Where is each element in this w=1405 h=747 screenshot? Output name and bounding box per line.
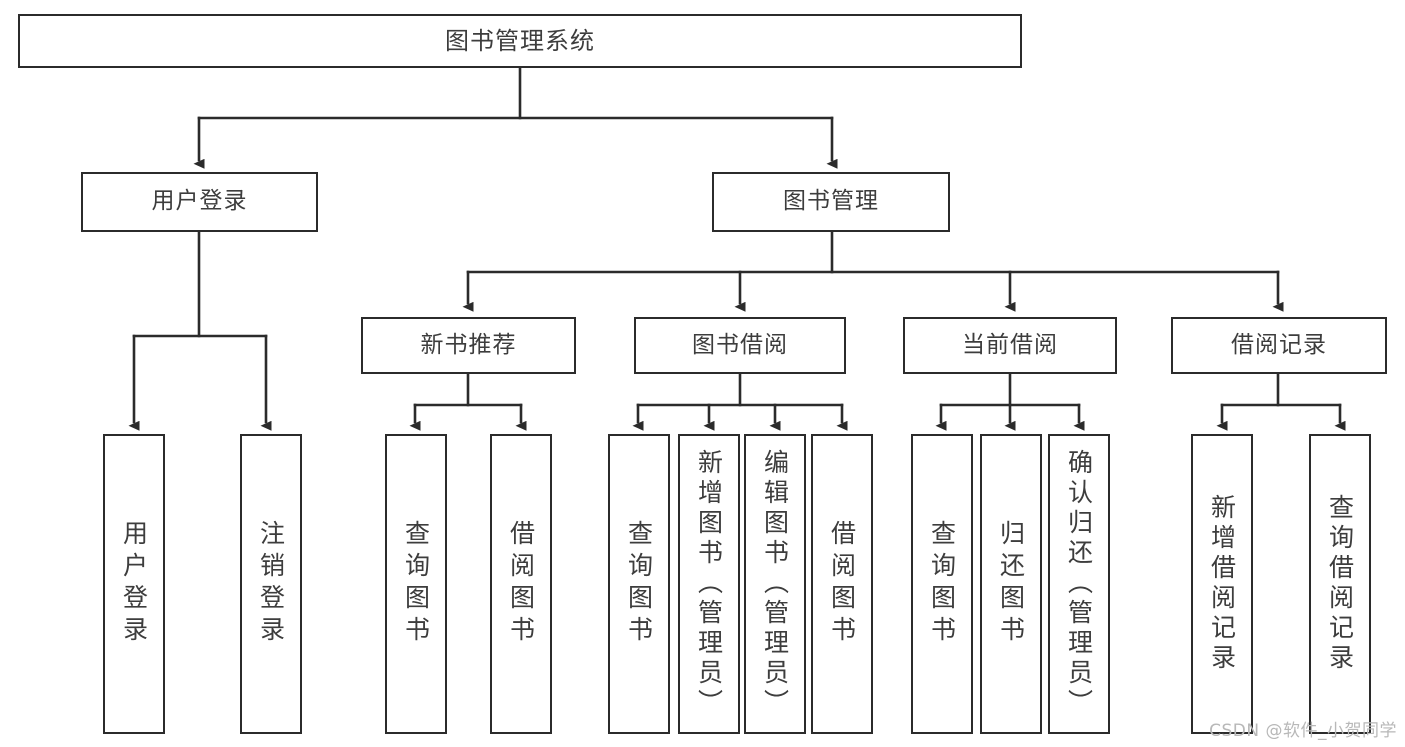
node-leaf-query-book-2[interactable]: 查询图书: [608, 434, 670, 734]
node-leaf-borrow-book-2-label: 借阅图书: [827, 520, 857, 648]
node-leaf-add-record[interactable]: 新增借阅记录: [1191, 434, 1253, 734]
node-new-book-recommend-label: 新书推荐: [420, 331, 517, 358]
node-root-label: 图书管理系统: [445, 26, 595, 55]
node-leaf-confirm-return[interactable]: 确认归还（管理员）: [1048, 434, 1110, 734]
csdn-watermark: CSDN @软件_小贺同学: [1209, 721, 1397, 741]
node-leaf-query-book-1-label: 查询图书: [401, 520, 431, 648]
node-leaf-logout[interactable]: 注销登录: [240, 434, 302, 734]
node-leaf-query-book-3-label: 查询图书: [927, 520, 957, 648]
node-leaf-query-book-2-label: 查询图书: [624, 520, 654, 648]
node-borrow-record-label: 借阅记录: [1231, 331, 1327, 358]
node-book-borrow[interactable]: 图书借阅: [634, 317, 846, 374]
node-leaf-user-login-label: 用户登录: [119, 520, 149, 648]
node-book-borrow-label: 图书借阅: [692, 331, 788, 358]
node-leaf-borrow-book-2[interactable]: 借阅图书: [811, 434, 873, 734]
node-leaf-borrow-book-1[interactable]: 借阅图书: [490, 434, 552, 734]
node-leaf-add-book[interactable]: 新增图书（管理员）: [678, 434, 740, 734]
node-book-manage[interactable]: 图书管理: [712, 172, 950, 232]
node-leaf-user-login[interactable]: 用户登录: [103, 434, 165, 734]
node-leaf-query-record-label: 查询借阅记录: [1325, 494, 1355, 674]
node-leaf-return-book-label: 归还图书: [996, 520, 1026, 648]
node-leaf-return-book[interactable]: 归还图书: [980, 434, 1042, 734]
node-current-borrow-label: 当前借阅: [962, 331, 1058, 358]
node-leaf-edit-book[interactable]: 编辑图书（管理员）: [744, 434, 806, 734]
node-leaf-add-book-label: 新增图书（管理员）: [694, 449, 724, 719]
node-leaf-confirm-return-label: 确认归还（管理员）: [1064, 449, 1094, 719]
node-leaf-query-book-1[interactable]: 查询图书: [385, 434, 447, 734]
node-new-book-recommend[interactable]: 新书推荐: [361, 317, 576, 374]
node-user-login-label: 用户登录: [151, 188, 248, 215]
node-leaf-query-record[interactable]: 查询借阅记录: [1309, 434, 1371, 734]
node-current-borrow[interactable]: 当前借阅: [903, 317, 1117, 374]
node-leaf-add-record-label: 新增借阅记录: [1207, 494, 1237, 674]
node-leaf-query-book-3[interactable]: 查询图书: [911, 434, 973, 734]
node-book-manage-label: 图书管理: [783, 188, 879, 215]
node-leaf-logout-label: 注销登录: [256, 520, 286, 648]
node-borrow-record[interactable]: 借阅记录: [1171, 317, 1387, 374]
node-user-login[interactable]: 用户登录: [81, 172, 318, 232]
node-leaf-edit-book-label: 编辑图书（管理员）: [760, 449, 790, 719]
node-root[interactable]: 图书管理系统: [18, 14, 1022, 68]
node-leaf-borrow-book-1-label: 借阅图书: [506, 520, 536, 648]
